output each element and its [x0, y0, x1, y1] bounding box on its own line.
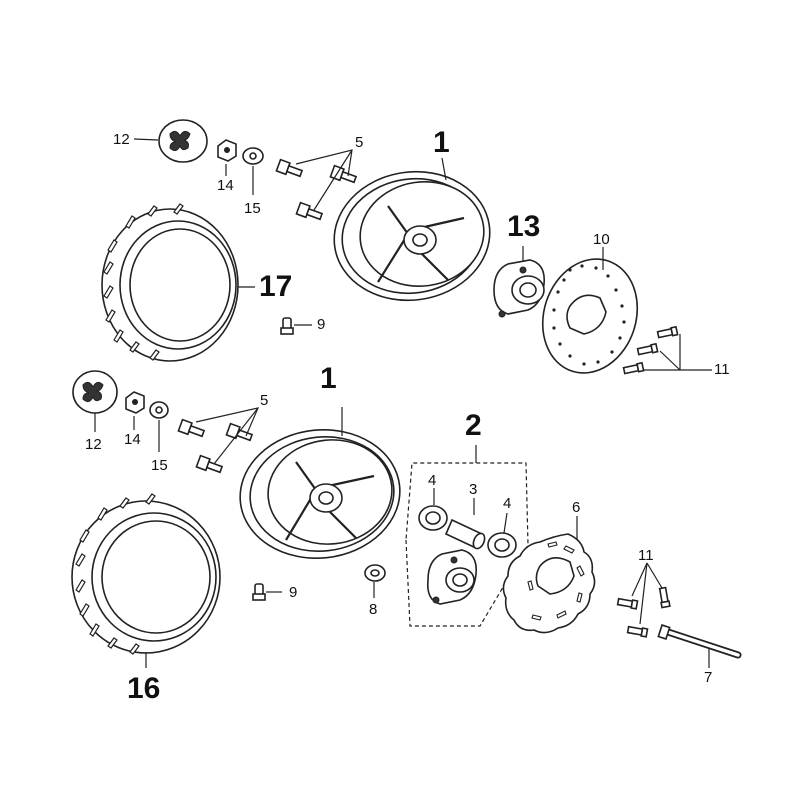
label-8: 8 [369, 601, 378, 618]
label-3: 3 [469, 481, 478, 498]
label-13: 13 [507, 210, 541, 243]
ring-bottom [364, 564, 386, 582]
hub-bottom [426, 549, 478, 605]
brake-disc-top [541, 258, 639, 374]
leader-11-top-a [679, 334, 712, 371]
wheel-rim-bottom [239, 429, 401, 559]
label-9-bottom: 9 [289, 584, 298, 601]
bearing-left [418, 505, 448, 531]
label-6: 6 [572, 499, 581, 516]
label-14-bottom: 14 [124, 431, 141, 448]
valve-bottom [252, 583, 266, 601]
tyre-bottom [71, 493, 221, 655]
leader-1-top [441, 157, 447, 181]
hub-assembly-box [405, 462, 529, 627]
hub-cap-top [158, 119, 208, 163]
spacer [444, 518, 486, 550]
leader-12-top [133, 138, 159, 141]
axle [657, 624, 742, 659]
label-4-left: 4 [428, 472, 437, 489]
leader-11-bottom-c [639, 562, 648, 625]
hub-top [493, 259, 546, 318]
label-17: 17 [259, 270, 293, 303]
disc-bolts-top [622, 325, 679, 375]
wheel-rim-top [333, 170, 491, 302]
bolts-bottom [177, 418, 254, 474]
label-7: 7 [704, 669, 713, 686]
washer-top [242, 147, 264, 165]
label-4-right: 4 [503, 495, 512, 512]
label-12-top: 12 [113, 131, 130, 148]
label-16: 16 [127, 672, 161, 705]
label-11-top: 11 [714, 361, 730, 378]
nut-top [217, 139, 237, 162]
valve-top [280, 317, 294, 335]
label-9-top: 9 [317, 316, 326, 333]
washer-bottom [149, 401, 169, 419]
label-2: 2 [465, 409, 482, 442]
leader-4-right [503, 512, 508, 534]
label-10: 10 [593, 231, 610, 248]
label-5-bottom: 5 [260, 392, 269, 409]
leader-11-bottom-a [631, 562, 648, 597]
disc-bolts-bottom [616, 586, 671, 638]
leader-5-top-b [313, 149, 353, 211]
label-1-bottom: 1 [320, 362, 337, 395]
label-1-top: 1 [433, 126, 450, 159]
brake-disc-bottom [502, 533, 596, 634]
label-15-top: 15 [244, 200, 261, 217]
label-12-bottom: 12 [85, 436, 102, 453]
leader-11-top-b [659, 350, 681, 371]
bearing-right [487, 532, 517, 558]
label-5-top: 5 [355, 134, 364, 151]
nut-bottom [125, 391, 145, 414]
leader-5-bottom-b [213, 407, 259, 465]
tyre-top [101, 203, 239, 362]
leader-11-bottom-b [646, 562, 663, 589]
label-11-bottom: 11 [638, 547, 654, 564]
label-14-top: 14 [217, 177, 234, 194]
label-15-bottom: 15 [151, 457, 168, 474]
hub-cap-bottom [72, 370, 118, 414]
